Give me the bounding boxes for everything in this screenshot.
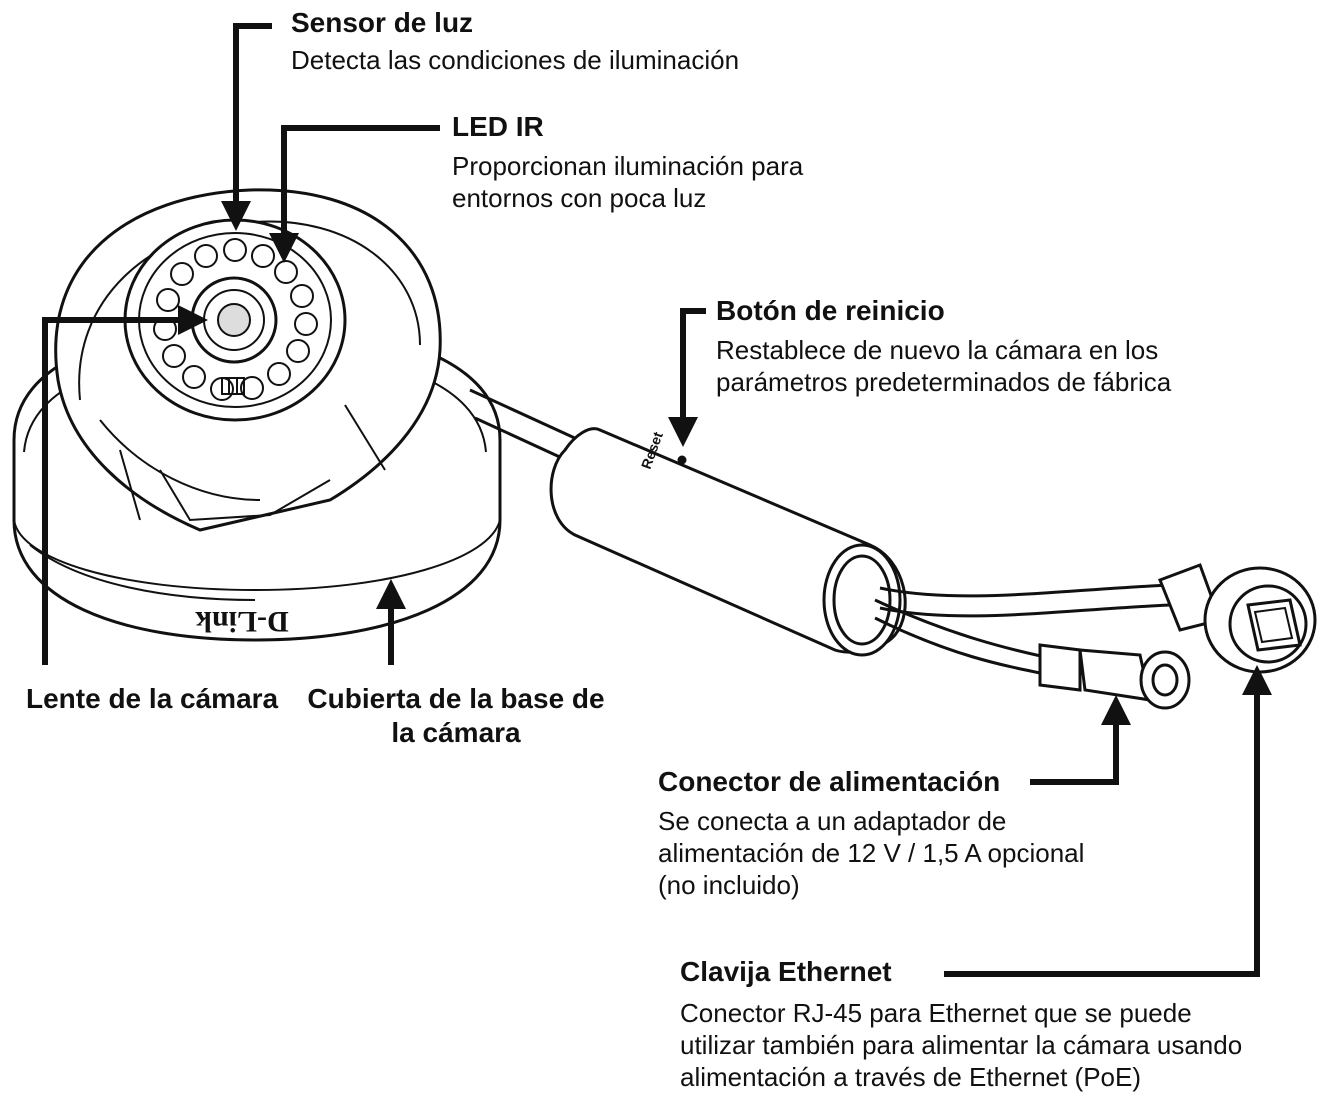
ir-led-desc-1: Proporcionan iluminación para (452, 150, 803, 182)
callout-reset-button: Botón de reinicio Restablece de nuevo la… (716, 294, 1171, 398)
callout-ir-led: LED IR Proporcionan iluminación para ent… (452, 110, 803, 214)
reset-button-desc-1: Restablece de nuevo la cámara en los (716, 334, 1171, 366)
callout-light-sensor: Sensor de luz Detecta las condiciones de… (291, 6, 739, 76)
network-cable (470, 390, 1315, 708)
callout-power-connector: Conector de alimentación Se conecta a un… (658, 765, 1084, 901)
power-connector-desc-3: (no incluido) (658, 869, 1084, 901)
ethernet-jack-desc-3: alimentación a través de Ethernet (PoE) (680, 1061, 1242, 1093)
leader-reset-button (683, 311, 706, 432)
ethernet-jack-desc-1: Conector RJ-45 para Ethernet que se pued… (680, 997, 1242, 1029)
reset-button-desc-2: parámetros predeterminados de fábrica (716, 366, 1171, 398)
light-sensor-desc-1: Detecta las condiciones de iluminación (291, 44, 739, 76)
power-connector-title: Conector de alimentación (658, 765, 1084, 799)
callout-ethernet-jack: Clavija Ethernet Conector RJ-45 para Eth… (680, 955, 1242, 1093)
ir-led-desc-2: entornos con poca luz (452, 182, 803, 214)
leader-light-sensor (236, 26, 272, 216)
ethernet-jack-title: Clavija Ethernet (680, 955, 1242, 989)
dome-camera (14, 190, 500, 640)
camera-lens (192, 278, 276, 362)
light-sensor-title: Sensor de luz (291, 6, 739, 40)
ethernet-jack-connector (1160, 565, 1315, 672)
cable-splitter (551, 429, 905, 655)
ethernet-jack-desc-2: utilizar también para alimentar la cámar… (680, 1029, 1242, 1061)
power-connector-desc-1: Se conecta a un adaptador de (658, 805, 1084, 837)
base-cover-title-2: la cámara (296, 716, 616, 750)
callout-camera-lens: Lente de la cámara (26, 682, 278, 716)
base-cover-title-1: Cubierta de la base de (296, 682, 616, 716)
power-connector-desc-2: alimentación de 12 V / 1,5 A opcional (658, 837, 1084, 869)
reset-button-title: Botón de reinicio (716, 294, 1171, 328)
callout-base-cover: Cubierta de la base de la cámara (296, 682, 616, 750)
power-connector-plug (1040, 645, 1189, 708)
camera-lens-title: Lente de la cámara (26, 682, 278, 716)
ir-led-title: LED IR (452, 110, 803, 144)
brand-logo: D-Link (195, 605, 289, 638)
